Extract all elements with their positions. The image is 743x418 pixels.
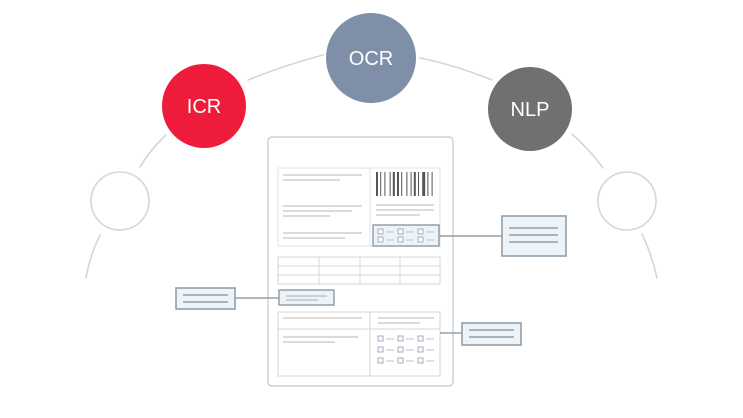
callout-lines bbox=[183, 294, 228, 303]
arc-segment-left-lower bbox=[85, 234, 101, 279]
checkbox-icon bbox=[417, 335, 424, 342]
checkbox-icon bbox=[417, 236, 424, 243]
checkbox-icon bbox=[377, 346, 384, 353]
node-nlp-label: NLP bbox=[511, 99, 550, 121]
checkbox-icon bbox=[397, 357, 404, 364]
document-bottom-section bbox=[277, 311, 441, 377]
connectors bbox=[235, 235, 502, 334]
callout-left bbox=[175, 287, 236, 310]
barcode-bar bbox=[406, 172, 408, 196]
barcode-bar bbox=[401, 172, 403, 196]
empty-node-right bbox=[597, 171, 657, 231]
highlight-checkbox-region bbox=[372, 224, 440, 247]
document-header-text bbox=[277, 167, 371, 247]
arc-segment-right-upper bbox=[571, 133, 604, 169]
node-nlp-circle bbox=[488, 67, 572, 151]
node-icr-circle bbox=[162, 64, 246, 148]
arc-segment-right-lower bbox=[641, 233, 658, 279]
barcode-bar bbox=[380, 172, 382, 196]
barcode-bar bbox=[427, 172, 429, 196]
node-nlp: NLP bbox=[488, 67, 572, 151]
document bbox=[267, 136, 454, 387]
barcode-bar bbox=[431, 172, 433, 196]
arc-segment-top-right bbox=[419, 57, 493, 81]
barcode-bar bbox=[389, 172, 391, 196]
callout-card bbox=[461, 322, 522, 346]
arc-segment-top-left bbox=[247, 54, 324, 81]
node-icr: ICR bbox=[162, 64, 246, 148]
callout-card bbox=[501, 215, 567, 257]
callout-right-lower bbox=[461, 322, 522, 346]
barcode-icon bbox=[376, 172, 433, 196]
node-ocr-circle bbox=[326, 13, 416, 103]
checkbox-icon bbox=[377, 228, 384, 235]
checkbox-icon bbox=[397, 236, 404, 243]
callout-lines bbox=[509, 227, 558, 243]
checkbox-icon bbox=[377, 335, 384, 342]
barcode-bar bbox=[413, 172, 416, 196]
node-icr-label: ICR bbox=[187, 96, 221, 118]
checkbox-icon bbox=[417, 228, 424, 235]
node-ocr-label: OCR bbox=[349, 48, 393, 70]
checkbox-icon bbox=[417, 346, 424, 353]
barcode-caption-lines bbox=[376, 204, 434, 216]
barcode-bar bbox=[397, 172, 399, 196]
outer-arc bbox=[85, 54, 658, 279]
table-frame bbox=[277, 256, 441, 285]
callout-card bbox=[175, 287, 236, 310]
barcode-bar bbox=[384, 172, 386, 196]
checkbox-row-top bbox=[377, 228, 434, 243]
barcode-bar bbox=[376, 172, 378, 196]
empty-node-left bbox=[90, 171, 150, 231]
checkbox-grid-bottom bbox=[377, 335, 434, 364]
checkbox-icon bbox=[377, 357, 384, 364]
checkbox-icon bbox=[377, 236, 384, 243]
document-table bbox=[277, 256, 441, 285]
bottom-text-lines bbox=[283, 317, 434, 343]
checkbox-icon bbox=[397, 335, 404, 342]
barcode-bar bbox=[422, 172, 426, 196]
barcode-bar bbox=[418, 172, 419, 196]
node-ocr: OCR bbox=[326, 13, 416, 103]
arc-segment-left-upper bbox=[139, 134, 167, 168]
checkbox-icon bbox=[417, 357, 424, 364]
callout-right-upper bbox=[501, 215, 567, 257]
callout-lines bbox=[469, 329, 514, 338]
highlight-text-field bbox=[278, 289, 335, 306]
barcode-bar bbox=[392, 172, 395, 196]
barcode-bar bbox=[410, 172, 412, 196]
highlight-text-field-lines bbox=[286, 295, 327, 301]
bottom-frame bbox=[277, 311, 441, 377]
checkbox-icon bbox=[397, 346, 404, 353]
checkbox-icon bbox=[397, 228, 404, 235]
